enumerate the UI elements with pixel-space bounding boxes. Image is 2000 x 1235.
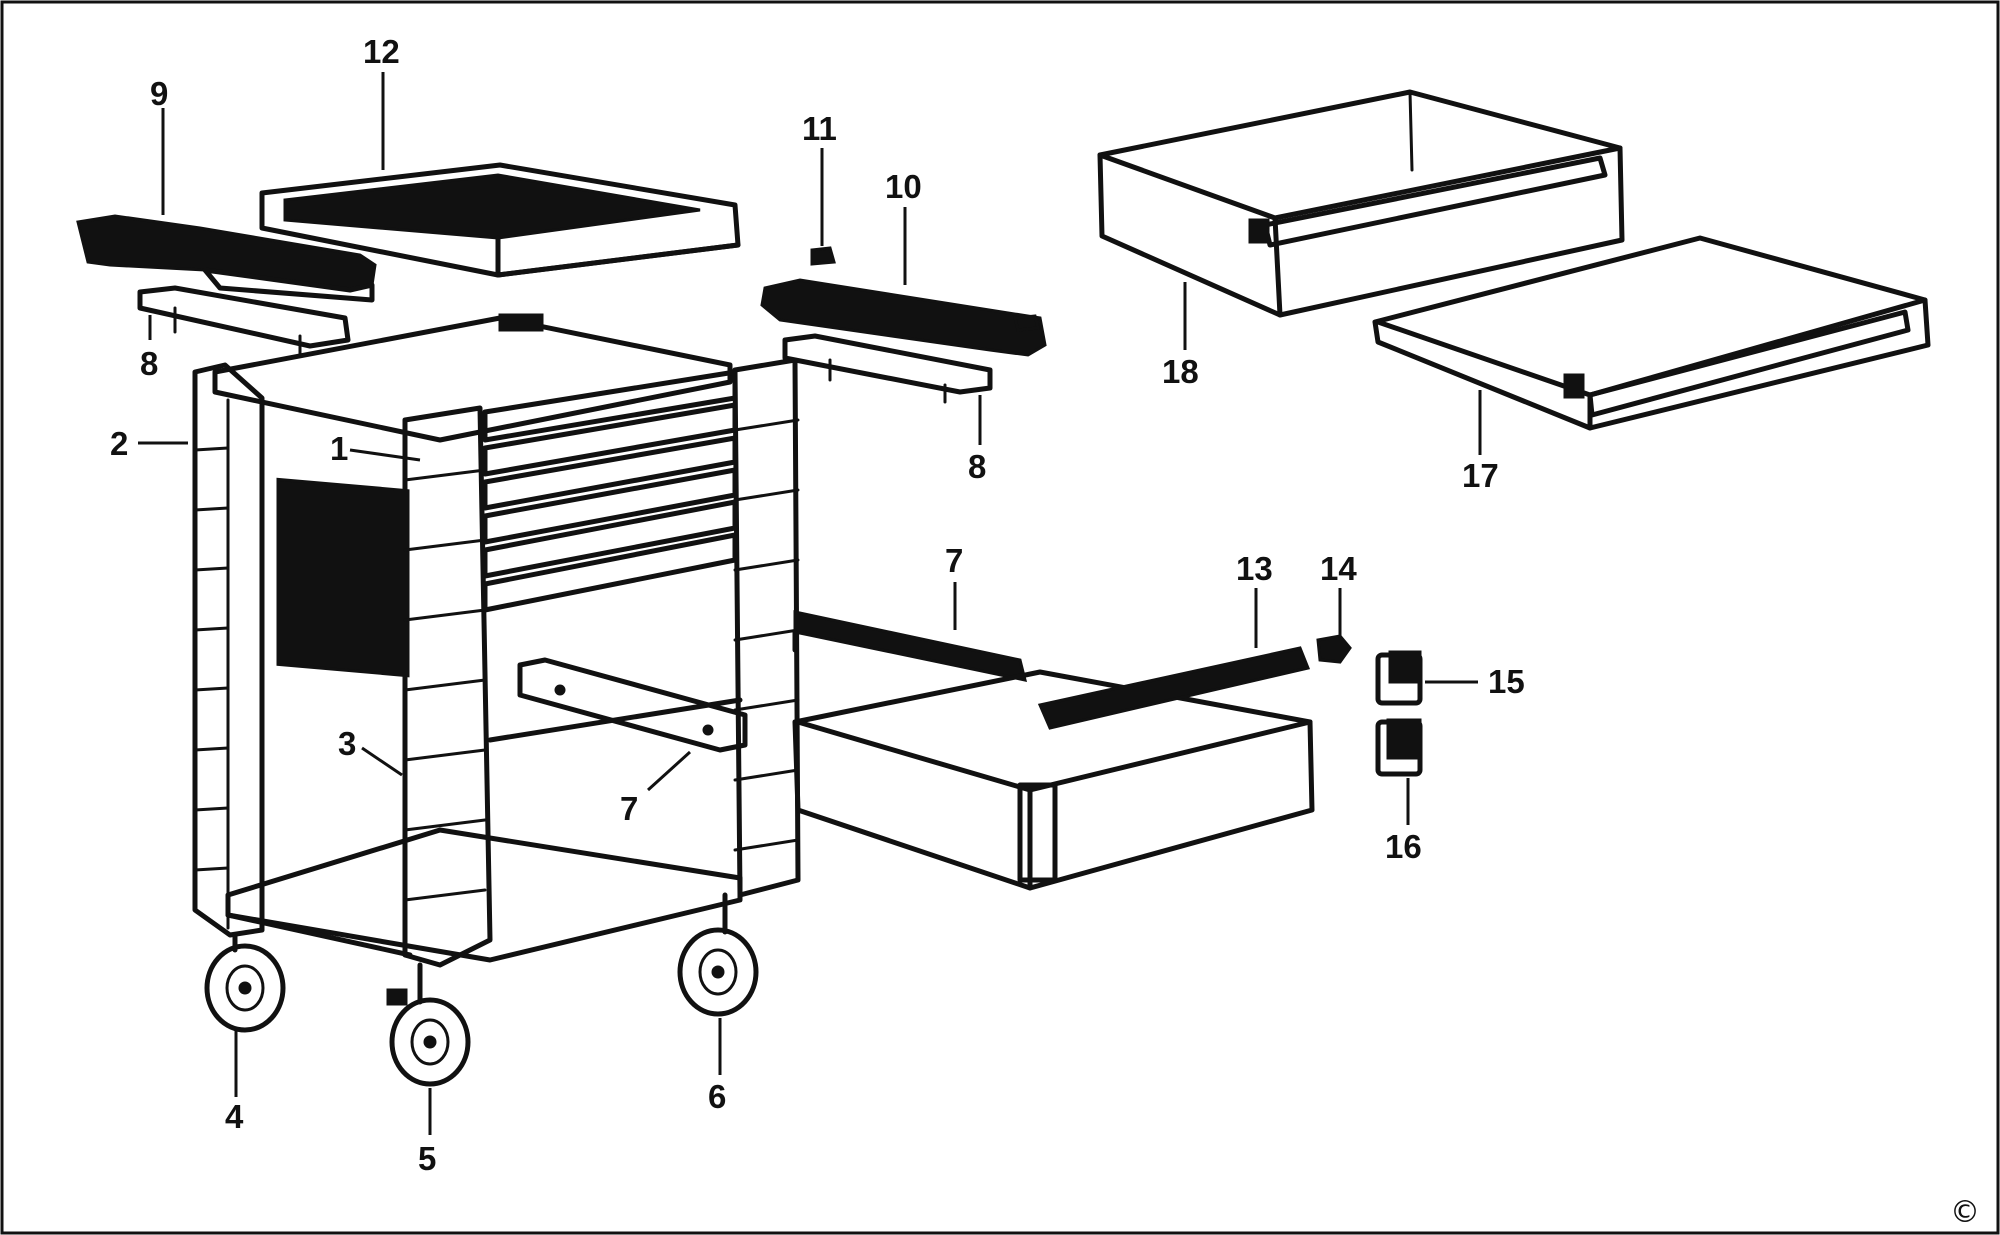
label-part-2: 2 [110, 425, 128, 462]
label-part-17: 17 [1462, 457, 1499, 494]
label-part-7-lower: 7 [620, 790, 638, 827]
label-part-5: 5 [418, 1140, 436, 1177]
label-part-15: 15 [1488, 663, 1525, 700]
part-9-side-tray [76, 214, 377, 303]
label-part-18: 18 [1162, 353, 1199, 390]
label-part-6: 6 [708, 1078, 726, 1115]
part-7-slide-rail-front [517, 657, 748, 753]
tool-cabinet-body [192, 313, 801, 968]
leader-3 [361, 746, 403, 777]
label-part-14: 14 [1320, 550, 1357, 587]
part-8-left-rail [137, 285, 351, 358]
label-part-10: 10 [885, 168, 922, 205]
label-part-9: 9 [150, 75, 168, 112]
label-part-13: 13 [1236, 550, 1273, 587]
part-18-drawer [1097, 89, 1625, 318]
label-part-3: 3 [338, 725, 356, 762]
label-part-1: 1 [330, 430, 348, 467]
left-post-segments [193, 446, 230, 872]
part-labels: 1 2 3 4 5 6 7 7 8 8 9 10 11 12 13 14 15 … [110, 33, 1525, 1177]
part-17-drawer [1372, 235, 1931, 431]
front-post-segments [403, 468, 487, 902]
part-6-wheel-back-right [677, 892, 759, 1017]
part-5-wheel-front-left [386, 962, 471, 1087]
bottom-drawer [792, 669, 1315, 891]
part-15-latch [1375, 650, 1423, 706]
part-12-top-tray [259, 162, 741, 278]
copyright-mark: © [1950, 1195, 1980, 1230]
part-16-latch-cover [1375, 718, 1423, 777]
drawer-stack [482, 369, 738, 613]
part-14-clip [1316, 634, 1352, 664]
leader-7-lower [646, 750, 692, 792]
part-7-slide-rail-back [792, 610, 1028, 682]
back-post-segments [733, 418, 800, 852]
part-13-handle [1037, 646, 1311, 730]
leader-lines [138, 72, 1482, 1135]
leader-1 [349, 448, 421, 462]
label-part-8-left: 8 [140, 345, 158, 382]
part-8-right-rail [782, 333, 993, 404]
label-part-12: 12 [363, 33, 400, 70]
part-10-side-tray [760, 278, 1047, 357]
label-part-8-right: 8 [968, 448, 986, 485]
label-part-16: 16 [1385, 828, 1422, 865]
part-4-wheel-rear-left [204, 932, 286, 1033]
part-11-knob [810, 246, 836, 266]
label-part-7-upper: 7 [945, 542, 963, 579]
label-part-11: 11 [802, 110, 837, 147]
label-part-4: 4 [225, 1098, 244, 1135]
